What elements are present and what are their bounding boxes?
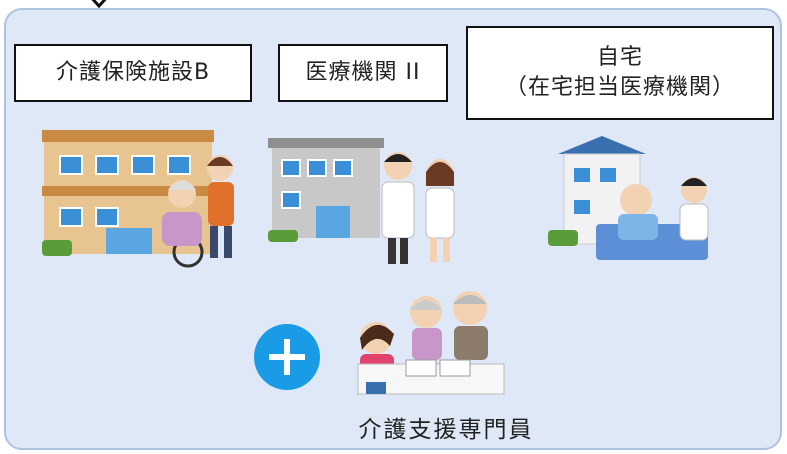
home-label-title: 自宅 xyxy=(596,45,643,70)
home-label-subtitle: （在宅担当医療機関） xyxy=(504,75,735,100)
arrow-down-icon xyxy=(91,0,107,9)
plus-icon xyxy=(254,324,320,390)
facility-b-label-text: 介護保険施設B xyxy=(55,60,211,85)
care-manager-caption: 介護支援専門員 xyxy=(358,417,534,443)
diagram-panel: 介護保険施設B 医療機関 II 自宅 （在宅担当医療機関） xyxy=(4,8,782,450)
home-visit-illustration xyxy=(548,136,709,260)
medical-ii-label: 医療機関 II xyxy=(278,44,448,102)
care-manager-illustration xyxy=(357,291,505,395)
hospital-doctors-illustration xyxy=(268,138,455,264)
care-facility-illustration xyxy=(42,130,234,268)
home-label: 自宅 （在宅担当医療機関） xyxy=(466,26,774,120)
medical-ii-label-text: 医療機関 II xyxy=(305,60,421,85)
facility-b-label: 介護保険施設B xyxy=(14,44,252,102)
